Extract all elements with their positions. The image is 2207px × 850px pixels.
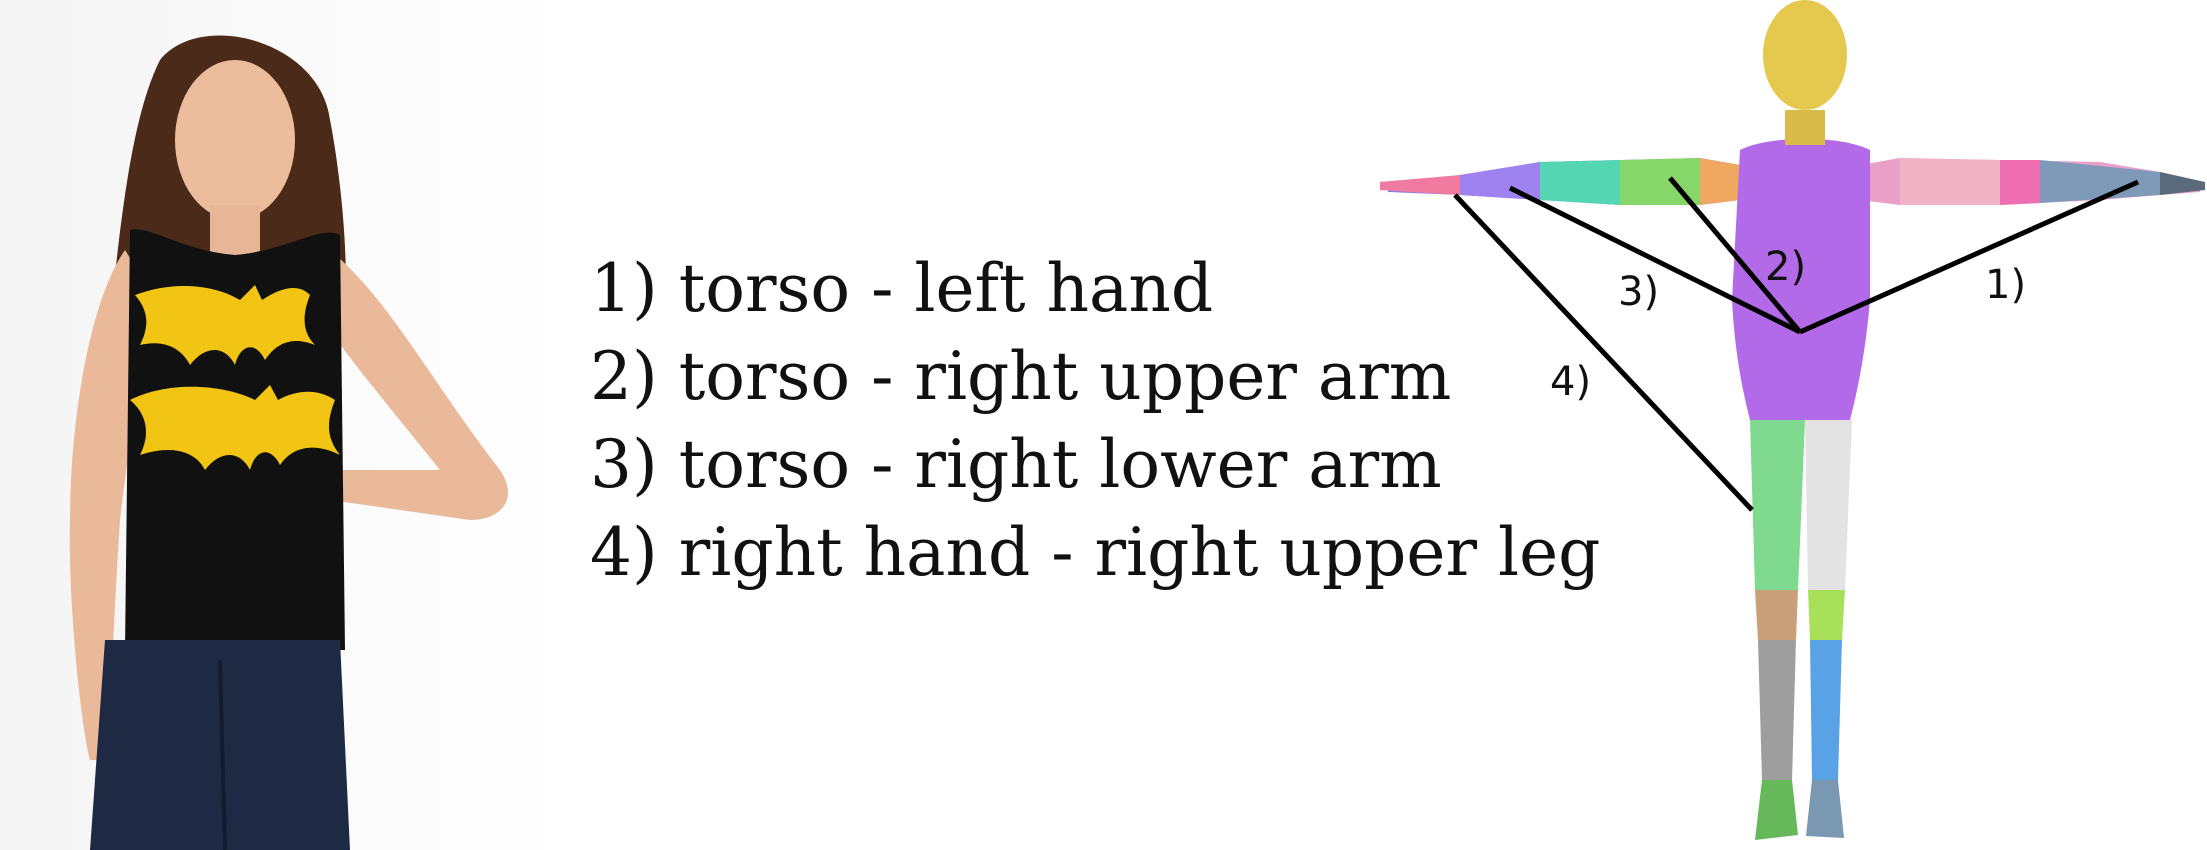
bat-logo-bottom <box>130 385 340 470</box>
legend-item-1: 1) torso - left hand <box>590 250 1214 327</box>
right-knee-segment <box>1755 590 1798 640</box>
jeans <box>90 640 350 850</box>
contact-line-4 <box>1453 193 1754 512</box>
neck-segment <box>1785 110 1825 145</box>
right-elbow-segment <box>1540 160 1620 205</box>
legend-item-4: 4) right hand - right upper leg <box>590 514 1601 591</box>
left-upper-arm-segment <box>1900 158 2000 205</box>
left-lower-leg-segment <box>1810 640 1842 780</box>
right-foot-segment <box>1755 780 1798 840</box>
left-lower-arm-segment <box>2040 160 2160 203</box>
person-photo <box>0 0 560 850</box>
face <box>175 60 295 220</box>
right-hand-segment <box>1380 175 1460 195</box>
right-lower-leg-segment <box>1758 640 1796 780</box>
contact-line-3 <box>1508 185 1802 335</box>
left-upper-leg-segment <box>1805 420 1852 590</box>
legend: 1) torso - left hand 2) torso - right up… <box>590 245 1600 597</box>
contact-tag-2: 2) <box>1765 244 1806 290</box>
right-arm <box>330 250 509 520</box>
left-knee-segment <box>1808 590 1845 640</box>
bat-logo-top <box>135 285 315 365</box>
legend-item-2: 2) torso - right upper arm <box>590 338 1452 415</box>
contact-line-2 <box>1668 176 1802 334</box>
contact-tag-1: 1) <box>1985 262 2026 308</box>
right-shoulder-segment <box>1700 158 1740 205</box>
body-model: 1) 2) 3) 4) <box>1380 0 2205 840</box>
left-hand-segment <box>2160 172 2205 195</box>
contact-tag-4: 4) <box>1550 359 1591 405</box>
contact-line-1 <box>1798 179 2140 335</box>
right-upper-leg-segment <box>1750 420 1805 590</box>
legend-item-3: 3) torso - right lower arm <box>590 426 1442 503</box>
jeans-seam <box>218 659 227 850</box>
contact-tag-3: 3) <box>1618 269 1659 315</box>
left-elbow-segment <box>2000 160 2040 205</box>
left-foot-segment <box>1806 780 1844 838</box>
torso-segment <box>1732 138 1870 420</box>
head-segment <box>1763 0 1847 110</box>
